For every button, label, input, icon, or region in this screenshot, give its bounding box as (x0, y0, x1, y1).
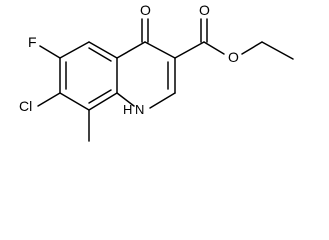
bond-c8-c7 (59, 92, 90, 111)
bond-c7-cl (37, 92, 61, 107)
chemical-structure-diagram: O O O F Cl H N (19, 2, 294, 142)
chlorine-label: Cl (19, 98, 32, 114)
ring-nitrogen-label: H N (123, 102, 144, 117)
bond-ester-c-o-ether (203, 41, 225, 55)
bond-ch2-ch3 (261, 41, 294, 60)
fluorine-label: F (28, 34, 37, 50)
pyridinone-ring (116, 18, 176, 109)
bond-c4-c3 (144, 41, 176, 59)
bond-double-c5-c4a (88, 47, 112, 62)
bond-double-c8a-c8 (88, 89, 112, 104)
bond-c6-f (39, 45, 61, 59)
bond-c8a-c8-outer (88, 92, 118, 111)
bond-c3-ester-c (174, 41, 205, 59)
ethyl-ester-group (174, 18, 294, 60)
bond-c2-n1 (149, 92, 176, 109)
bond-n1-c8a (116, 92, 135, 107)
ester-carbonyl-oxygen-label: O (199, 2, 210, 18)
ester-ether-oxygen-label: O (228, 49, 239, 65)
carbonyl-oxygen-label: O (140, 2, 151, 18)
bond-o-ch2 (241, 41, 263, 55)
bond-c6-c5 (59, 41, 90, 59)
bond-c4a-c4 (116, 41, 146, 59)
benzene-ring (59, 41, 118, 142)
bond-c5-c4a (88, 41, 118, 59)
